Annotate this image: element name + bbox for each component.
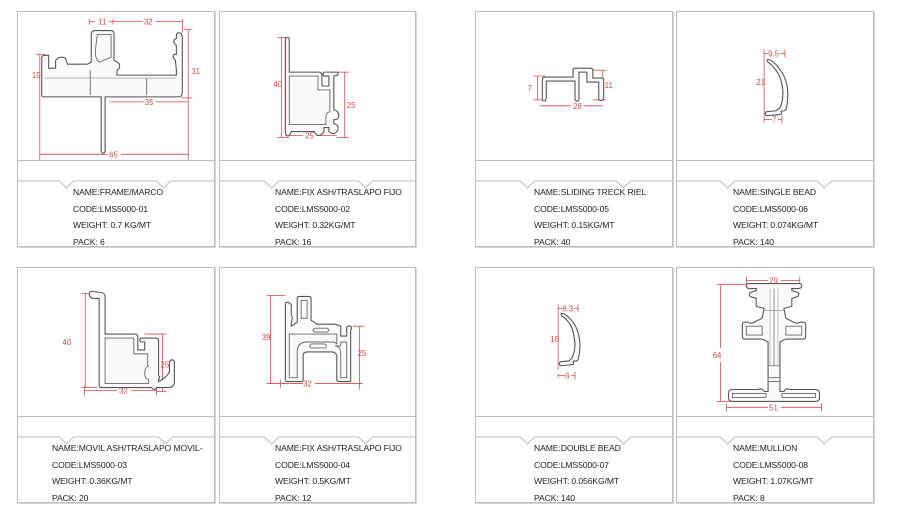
product-code: CODE:LMS5000-03: [52, 459, 127, 470]
card-divider-band: [677, 160, 873, 181]
svg-text:51: 51: [769, 403, 778, 412]
svg-text:7: 7: [772, 116, 776, 125]
card-divider-band: [18, 160, 214, 181]
card-notch-divider: [476, 436, 672, 448]
card-divider-band: [220, 160, 415, 181]
svg-text:11: 11: [605, 81, 614, 90]
card-notch-divider: [18, 436, 214, 448]
profile-drawing-movil-ash: 40 25 32: [18, 268, 214, 416]
product-pack: PACK: 140: [733, 236, 774, 247]
profile-drawing-frame: 11 32 31 19 35 65: [18, 12, 214, 160]
card-divider-band: [476, 160, 672, 181]
product-info: NAME:MULLION CODE:LMS5000-08 WEIGHT: 1.0…: [733, 440, 814, 506]
product-weight: WEIGHT: 0.7 KG/MT: [73, 220, 152, 230]
product-info: NAME:DOUBLE BEAD CODE:LMS5000-07 WEIGHT:…: [534, 440, 621, 506]
product-name: NAME:SINGLE BEAD: [733, 187, 816, 197]
product-code: CODE:LMS5000-02: [275, 203, 350, 214]
product-weight: WEIGHT: 1.07KG/MT: [733, 476, 814, 486]
product-name: NAME:DOUBLE BEAD: [534, 443, 621, 453]
product-card-mullion: 29 64 51: [676, 267, 874, 503]
product-info: NAME:SLIDING TRECK RIEL CODE:LMS5000-05 …: [534, 184, 646, 250]
svg-text:25: 25: [358, 349, 367, 358]
product-info: NAME:FRAME/MARCO CODE:LMS5000-01 WEIGHT:…: [73, 184, 163, 250]
product-card-fix-ash-04: 39 32 25 NAME:FIX ASH/TRASLAPO FIJO CODE…: [219, 267, 416, 503]
product-name: NAME:MULLION: [733, 443, 798, 453]
svg-text:25: 25: [161, 361, 170, 370]
product-name: NAME:FIX ASH/TRASLAPO FIJO: [275, 187, 402, 197]
svg-text:8.3: 8.3: [562, 304, 574, 313]
product-card-double-bead: 8.3 18 6 NAME:DOUBLE BEAD CODE:LMS5000-0…: [475, 267, 673, 503]
card-notch-divider: [677, 180, 873, 192]
profile-drawing-fix-ash-04: 39 32 25: [220, 268, 415, 416]
svg-text:32: 32: [303, 380, 312, 389]
svg-text:35: 35: [145, 98, 154, 107]
product-weight: WEIGHT: 0.056KG/MT: [534, 476, 620, 486]
product-weight: WEIGHT: 0.074KG/MT: [733, 220, 819, 230]
svg-text:29: 29: [769, 277, 778, 286]
product-pack: PACK: 140: [534, 492, 575, 503]
svg-text:19: 19: [32, 71, 41, 80]
svg-text:11: 11: [98, 18, 107, 27]
card-divider-band: [220, 416, 415, 437]
svg-text:25: 25: [347, 101, 356, 110]
product-pack: PACK: 12: [275, 492, 312, 503]
svg-text:28: 28: [573, 102, 582, 111]
svg-text:64: 64: [713, 351, 722, 360]
svg-text:21: 21: [756, 78, 765, 87]
card-notch-divider: [677, 436, 873, 448]
profile-drawing-double-bead: 8.3 18 6: [476, 268, 672, 416]
product-code: CODE:LMS5000-06: [733, 203, 808, 214]
product-info: NAME:FIX ASH/TRASLAPO FIJO CODE:LMS5000-…: [275, 440, 402, 506]
card-divider-band: [18, 416, 214, 437]
card-notch-divider: [476, 180, 672, 192]
svg-text:32: 32: [144, 18, 153, 27]
product-code: CODE:LMS5000-04: [275, 459, 350, 470]
svg-text:39: 39: [262, 333, 271, 342]
product-code: CODE:LMS5000-07: [534, 459, 609, 470]
profile-drawing-fix-ash-02: 40 25 25: [220, 12, 415, 160]
product-code: CODE:LMS5000-05: [534, 203, 609, 214]
product-code: CODE:LMS5000-08: [733, 459, 808, 470]
card-notch-divider: [18, 180, 214, 192]
product-weight: WEIGHT: 0.5KG/MT: [275, 476, 351, 486]
product-pack: PACK: 6: [73, 236, 105, 247]
product-code: CODE:LMS5000-01: [73, 203, 148, 214]
product-name: NAME:MOVIL ASH/TRASLAPO MOVIL-: [52, 443, 203, 453]
product-card-single-bead: 9.5 21 7 NAME:SINGLE BEAD CODE:LMS5000-0…: [676, 11, 874, 247]
svg-text:40: 40: [63, 338, 72, 347]
product-info: NAME:MOVIL ASH/TRASLAPO MOVIL- CODE:LMS5…: [52, 440, 203, 506]
product-info: NAME:SINGLE BEAD CODE:LMS5000-06 WEIGHT:…: [733, 184, 818, 250]
product-name: NAME:SLIDING TRECK RIEL: [534, 187, 647, 197]
product-pack: PACK: 40: [534, 236, 571, 247]
svg-text:25: 25: [305, 131, 314, 140]
product-pack: PACK: 8: [733, 492, 765, 503]
card-notch-divider: [220, 436, 415, 448]
card-divider-band: [476, 416, 672, 437]
profile-drawing-single-bead: 9.5 21 7: [677, 12, 873, 160]
card-notch-divider: [220, 180, 415, 192]
product-weight: WEIGHT: 0.36KG/MT: [52, 476, 133, 486]
product-info: NAME:FIX ASH/TRASLAPO FIJO CODE:LMS5000-…: [275, 184, 402, 250]
product-name: NAME:FIX ASH/TRASLAPO FIJO: [275, 443, 402, 453]
svg-text:7: 7: [527, 84, 531, 93]
product-card-sliding-track: 7 11 28 NAME:SLIDING TRECK RIEL CODE:LMS…: [475, 11, 673, 247]
product-card-frame: 11 32 31 19 35 65: [17, 11, 215, 247]
svg-text:32: 32: [119, 386, 128, 395]
svg-text:9.5: 9.5: [768, 49, 780, 58]
svg-text:6: 6: [565, 372, 570, 381]
product-pack: PACK: 20: [52, 492, 89, 503]
product-pack: PACK: 16: [275, 236, 312, 247]
profile-drawing-sliding-track: 7 11 28: [476, 12, 672, 160]
product-weight: WEIGHT: 0.15KG/MT: [534, 220, 615, 230]
product-card-fix-ash-02: 40 25 25 NAME:FIX ASH/TRASLAPO FIJO CODE…: [219, 11, 416, 247]
product-name: NAME:FRAME/MARCO: [73, 187, 164, 197]
svg-text:18: 18: [550, 335, 559, 344]
product-card-movil-ash: 40 25 32 NAME:MOVIL ASH/TRASLAPO MOVIL- …: [17, 267, 215, 503]
svg-text:65: 65: [109, 150, 118, 159]
profile-drawing-mullion: 29 64 51: [677, 268, 873, 416]
card-divider-band: [677, 416, 873, 437]
svg-text:40: 40: [273, 80, 282, 89]
svg-text:31: 31: [191, 67, 200, 76]
product-weight: WEIGHT: 0.32KG/MT: [275, 220, 356, 230]
